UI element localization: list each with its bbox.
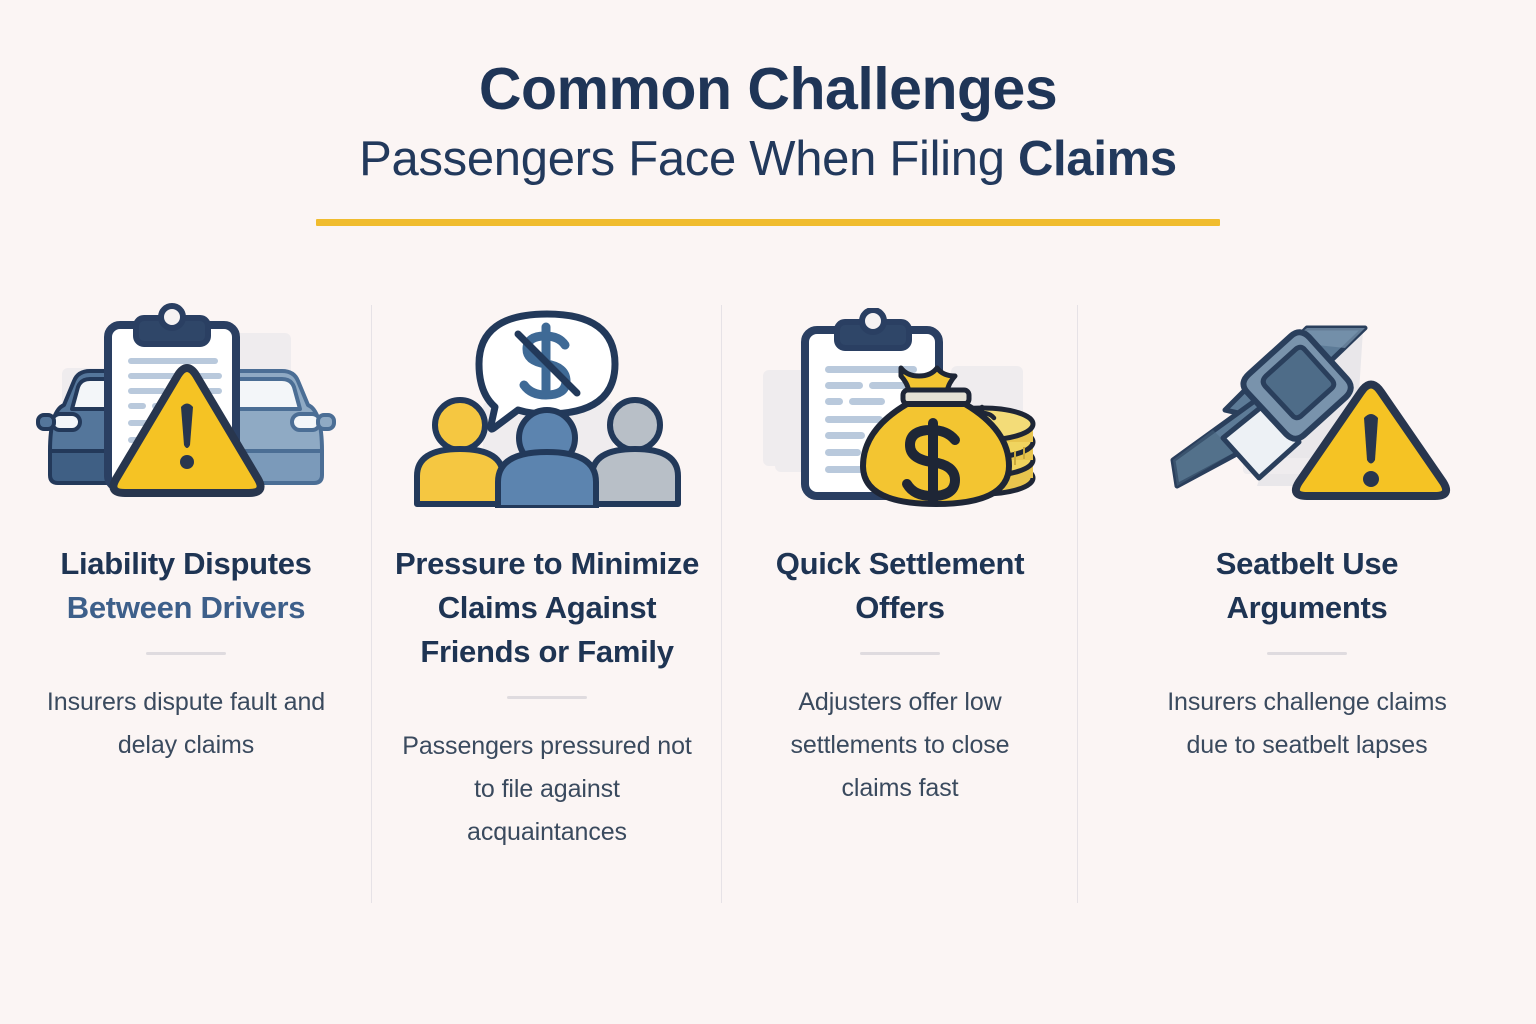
challenge-card-quick-settlement-offers: Quick Settlement Offers Adjusters offer …	[722, 300, 1078, 910]
challenge-card-pressure-minimize-claims: Pressure to Minimize Claims Against Frie…	[372, 300, 722, 910]
seatbelt-buckle-warning-icon	[1078, 300, 1536, 512]
heading-divider	[146, 652, 226, 656]
card-heading-sub: Between Drivers	[66, 590, 306, 626]
heading-divider	[860, 652, 940, 656]
card-heading: Liability Disputes Between Drivers	[36, 542, 336, 630]
page-title-line-2-normal: Passengers Face When Filing	[359, 131, 1018, 186]
card-heading-main: Liability Disputes	[60, 546, 312, 581]
header: Common Challenges Passengers Face When F…	[0, 0, 1536, 227]
column-divider	[371, 305, 372, 903]
card-heading-main: Pressure to Minimize Claims	[394, 546, 700, 626]
card-heading-main: Seatbelt Use Arguments	[1215, 546, 1399, 626]
car-collision-clipboard-warning-icon	[0, 300, 372, 512]
page-title-line-2: Passengers Face When Filing Claims	[0, 131, 1536, 189]
challenge-columns: Liability Disputes Between Drivers Insur…	[0, 300, 1536, 910]
page-title-line-2-emphasis: Claims	[1017, 131, 1177, 186]
heading-divider	[507, 696, 587, 700]
people-no-money-speech-bubble-icon	[372, 300, 722, 512]
card-body-text: Insurers dispute fault and delay claims	[46, 688, 326, 760]
heading-divider	[1267, 652, 1347, 656]
title-accent-bar	[316, 219, 1220, 227]
card-heading: Seatbelt Use Arguments	[1142, 542, 1472, 630]
challenge-card-liability-disputes: Liability Disputes Between Drivers Insur…	[0, 300, 372, 910]
challenge-card-seatbelt-use-arguments: Seatbelt Use Arguments Insurers challeng…	[1078, 300, 1536, 910]
card-body-text: Insurers challenge claims due to seatbel…	[1167, 688, 1447, 760]
card-body-text: Passengers pressured not to file against…	[402, 732, 692, 847]
clipboard-money-bag-coins-icon	[722, 300, 1078, 512]
card-body-text: Adjusters offer low settlements to close…	[790, 688, 1010, 803]
column-divider	[1077, 305, 1078, 903]
page-title-line-1: Common Challenges	[478, 56, 1058, 122]
card-heading: Quick Settlement Offers	[750, 542, 1050, 630]
card-heading: Pressure to Minimize Claims Against Frie…	[392, 542, 702, 674]
card-heading-sub: Against Friends or Family	[420, 590, 674, 670]
card-heading-main: Quick Settlement Offers	[775, 546, 1025, 626]
column-divider	[721, 305, 722, 903]
